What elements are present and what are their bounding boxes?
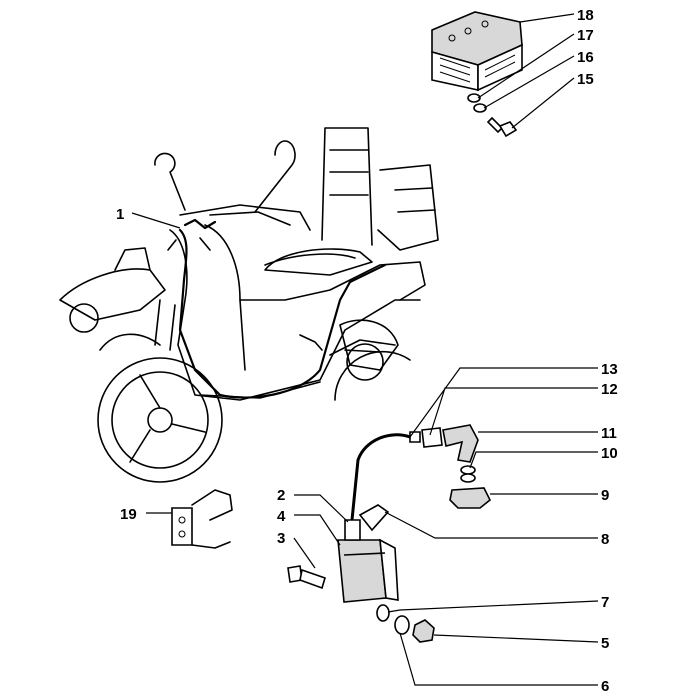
scooter-body xyxy=(59,127,439,401)
callout-12: 12 xyxy=(601,381,618,398)
callout-19: 19 xyxy=(120,506,137,523)
callout-15: 15 xyxy=(577,71,594,88)
callout-17: 17 xyxy=(577,27,594,44)
scooter-illustration xyxy=(59,127,439,483)
regulator-assembly xyxy=(431,11,523,138)
callout-18: 18 xyxy=(577,7,594,24)
callout-10: 10 xyxy=(601,445,618,462)
callout-16: 16 xyxy=(577,49,594,66)
callout-7: 7 xyxy=(601,594,609,611)
callout-13: 13 xyxy=(601,361,618,378)
callout-8: 8 xyxy=(601,531,609,548)
callout-labels: 1 2 3 4 5 6 7 8 9 10 11 12 13 15 16 17 1… xyxy=(116,7,618,695)
wiring-harness xyxy=(167,218,387,399)
callout-1: 1 xyxy=(116,206,124,223)
callout-6: 6 xyxy=(601,678,609,695)
callout-3: 3 xyxy=(277,530,285,547)
leader-lines xyxy=(131,13,599,686)
callout-11: 11 xyxy=(601,425,617,442)
callout-2: 2 xyxy=(277,487,285,504)
callout-5: 5 xyxy=(601,635,609,652)
rear-wheel xyxy=(329,339,411,401)
callout-4: 4 xyxy=(277,508,286,525)
ignition-parts xyxy=(171,424,492,643)
front-wheel xyxy=(97,357,223,483)
callout-9: 9 xyxy=(601,487,609,504)
